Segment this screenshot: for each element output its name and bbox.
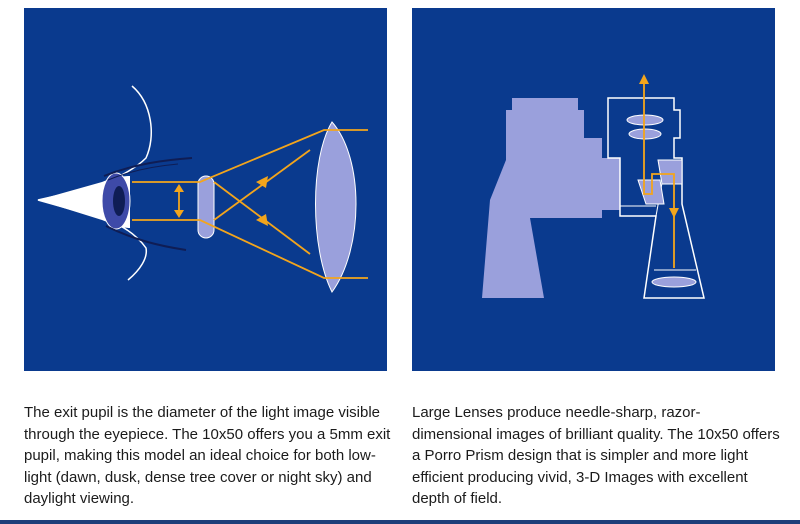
exit-pupil-illustration <box>24 8 387 371</box>
eyepiece-lens-icon <box>197 175 215 239</box>
exit-pupil-arrow-icon <box>174 184 184 218</box>
porro-prism-diagram <box>482 74 705 299</box>
bottom-divider <box>0 520 800 524</box>
ray-direction-arrows <box>256 176 268 226</box>
eye-icon <box>37 85 193 281</box>
objective-lens-icon <box>315 121 357 293</box>
exit-pupil-caption: The exit pupil is the diameter of the li… <box>24 404 391 508</box>
porro-prism-illustration <box>412 8 775 371</box>
exit-pupil-diagram <box>37 85 368 293</box>
large-lenses-caption: Large Lenses produce needle-sharp, razor… <box>412 404 780 508</box>
binoculars-icon <box>482 97 705 299</box>
light-path-arrow-icon <box>639 74 679 268</box>
